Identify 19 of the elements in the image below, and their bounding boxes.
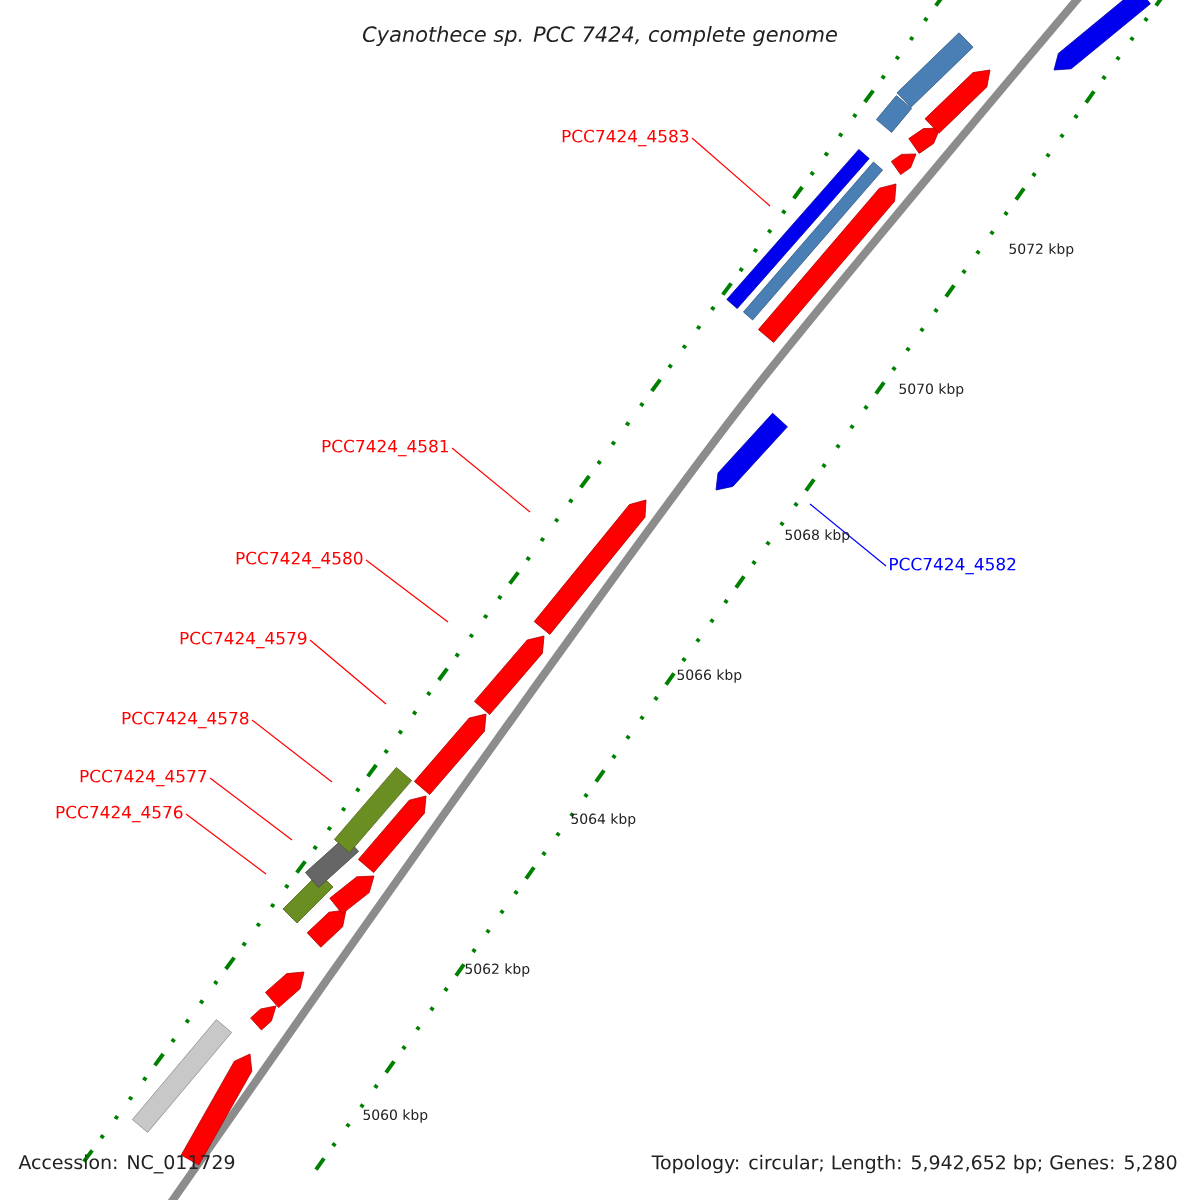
gene-label: PCC7424_4578 [122,711,249,729]
gene-label: PCC7424_4582 [890,557,1016,575]
leader-line [185,813,267,875]
gene-label: PCC7424_4580 [236,551,363,569]
gene-label: PCC7424_4581 [322,439,448,457]
leader-line [365,559,449,623]
leader-line [309,639,387,705]
footer-text: Accession: NC_011729 [18,1154,235,1174]
leader-line [691,137,771,207]
leader-line [451,447,531,513]
leader-line [209,777,293,841]
gene-label: PCC7424_4576 [56,805,183,823]
gene-label: PCC7424_4579 [180,631,307,649]
title: Cyanothece sp. PCC 7424, complete genome [363,25,837,47]
gene-label: PCC7424_4583 [562,129,689,147]
gene-label: PCC7424_4577 [80,769,207,787]
leader-line [251,719,333,783]
leader-line [809,503,887,567]
footer-text: Topology: circular; Length: 5,942,652 bp; Genes: 5,280 [651,1154,1177,1174]
